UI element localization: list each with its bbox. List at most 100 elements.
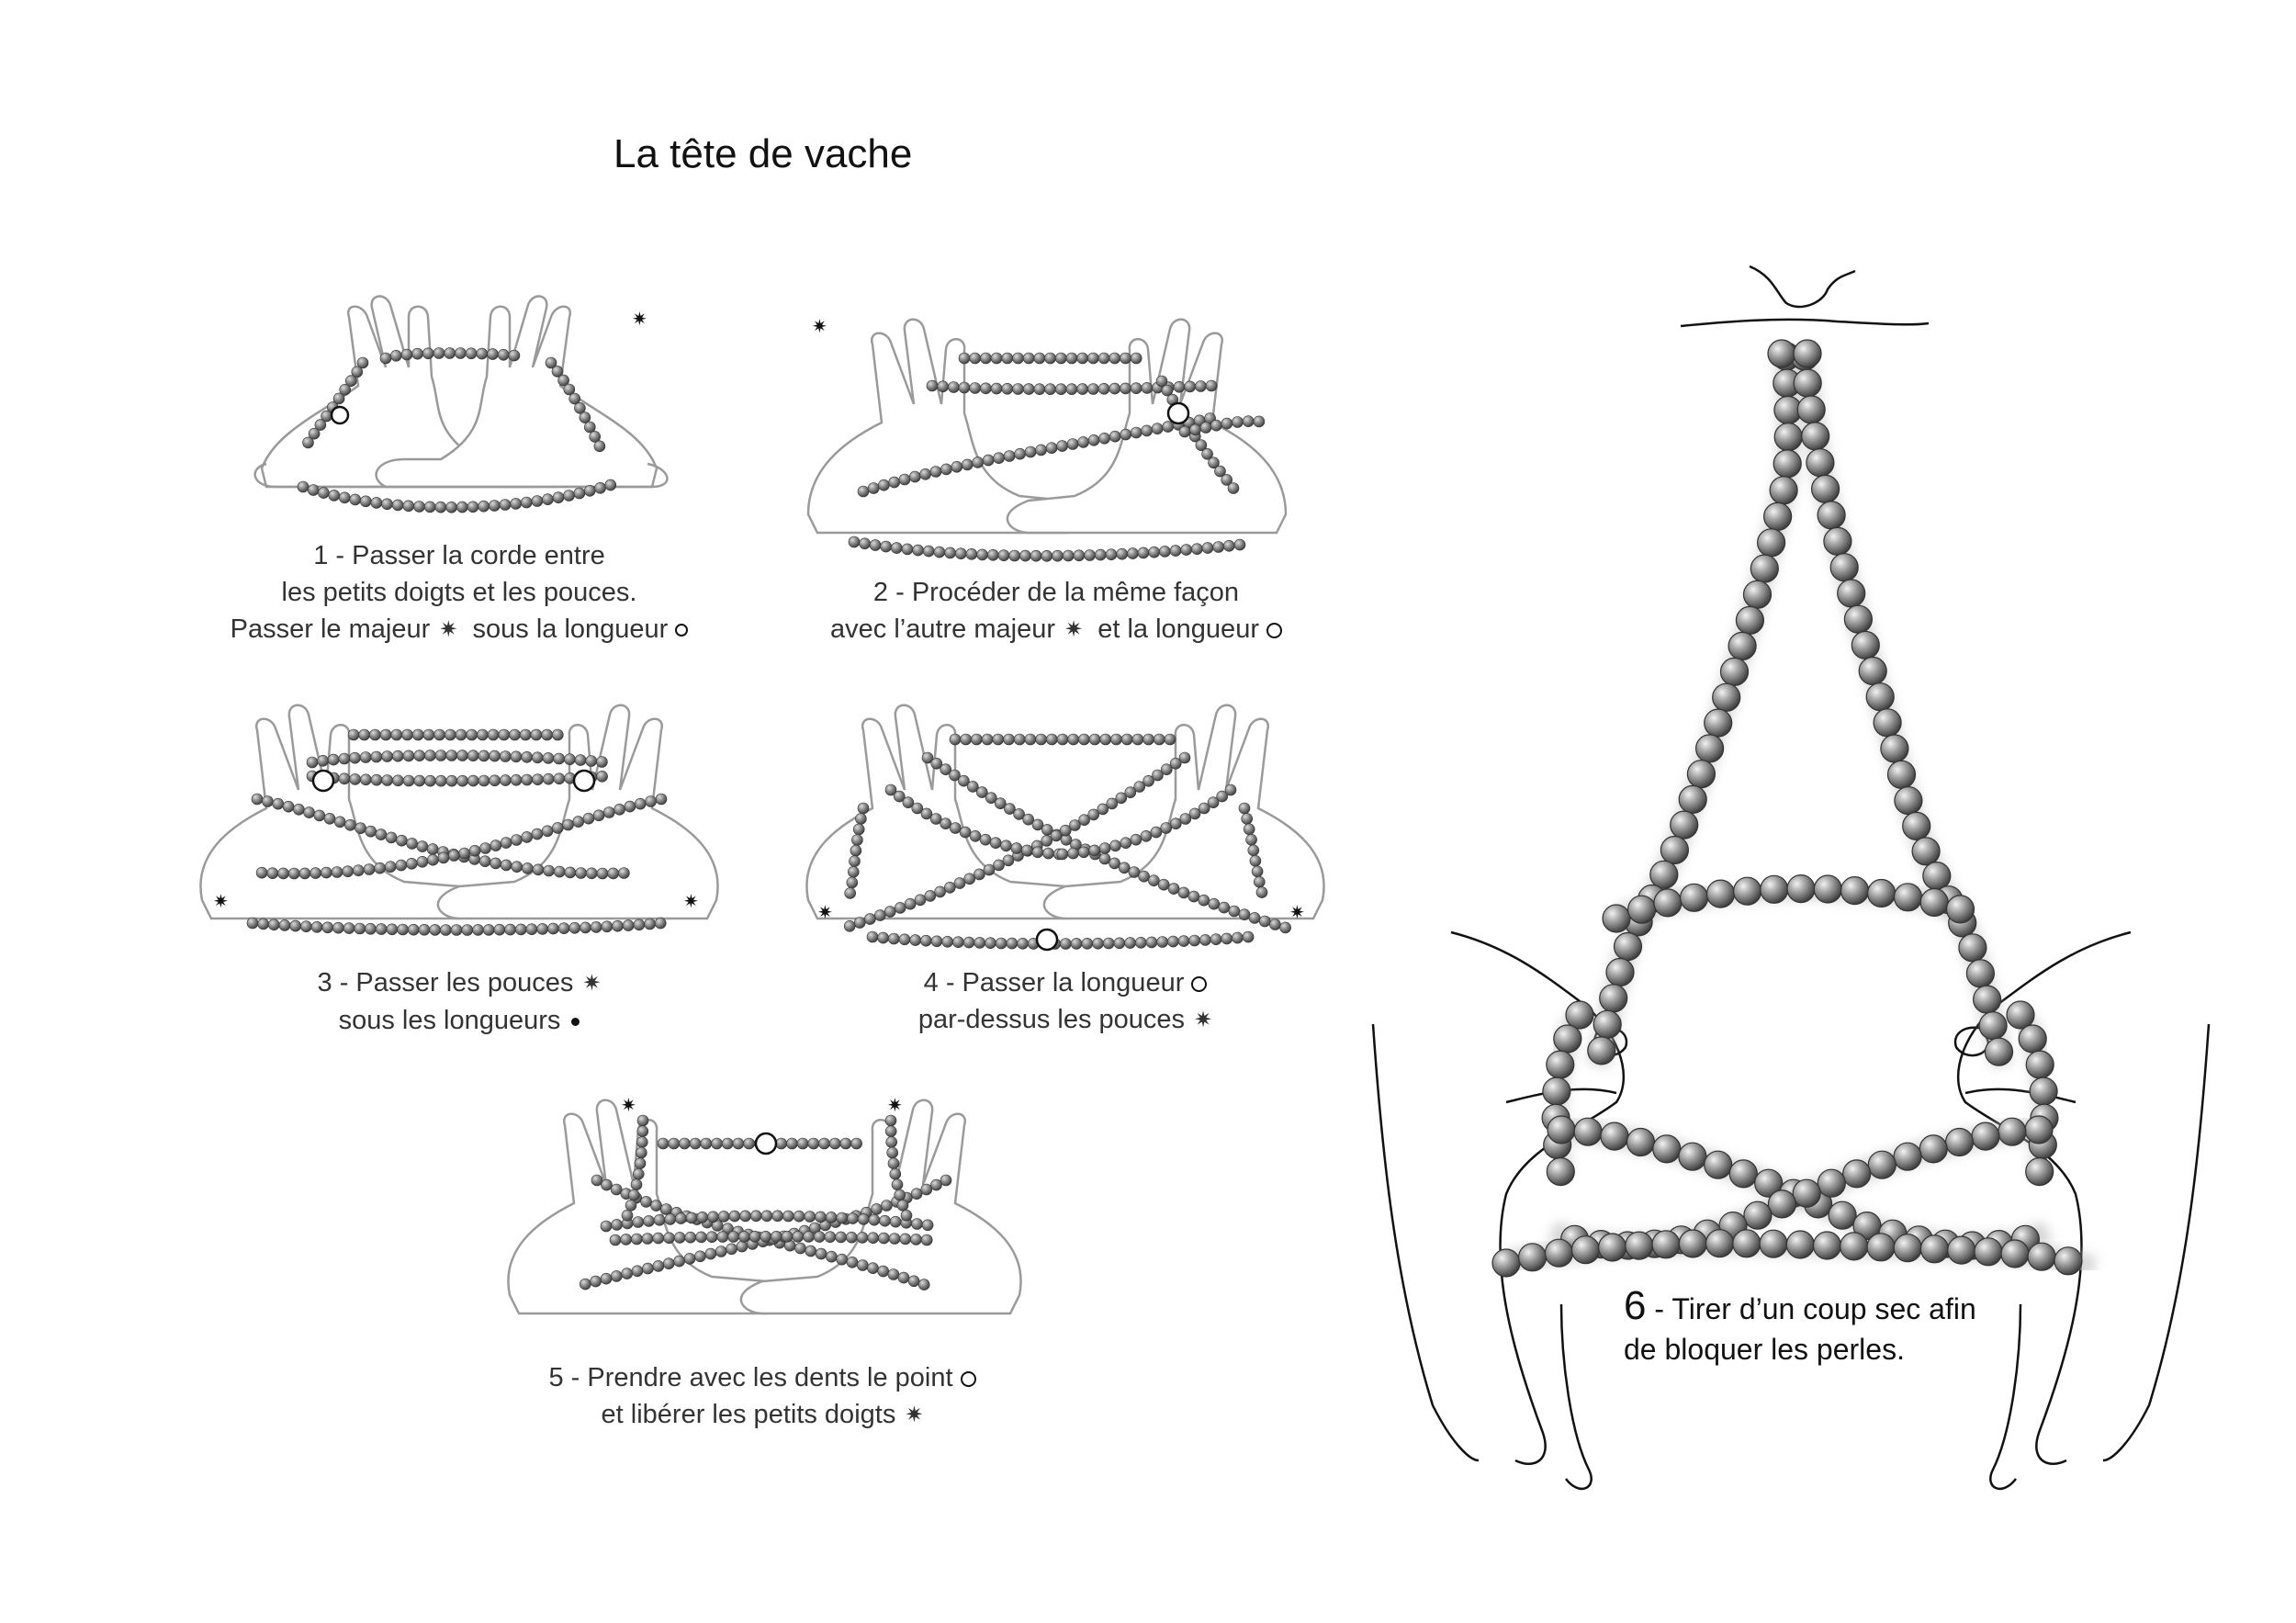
bead — [1031, 818, 1044, 831]
bead — [429, 924, 442, 936]
bead — [1184, 380, 1196, 393]
bead — [653, 1214, 666, 1226]
bead — [888, 1233, 901, 1245]
bead — [1750, 554, 1779, 583]
bead — [909, 934, 922, 946]
bead — [320, 866, 332, 879]
bead — [478, 774, 490, 787]
bead — [1958, 933, 1987, 963]
bead — [1712, 682, 1741, 712]
bead — [1044, 383, 1056, 396]
bead — [525, 923, 538, 936]
bead — [1077, 436, 1089, 448]
bead — [520, 496, 533, 509]
bead — [1087, 383, 1099, 395]
bead — [1041, 549, 1053, 562]
bead — [365, 922, 377, 935]
bead — [1626, 1127, 1656, 1157]
chin-outline — [1680, 265, 1930, 328]
bead — [849, 855, 861, 868]
bead — [1823, 526, 1852, 557]
bead — [1678, 1229, 1707, 1258]
bead — [458, 847, 471, 860]
step-5-line-1: 5 - Prendre avec les dents le point — [548, 1363, 953, 1392]
bead — [889, 1167, 902, 1180]
bead — [1218, 901, 1231, 914]
bead — [963, 873, 975, 885]
bead — [1773, 449, 1802, 479]
bead — [369, 728, 381, 741]
bead — [1806, 448, 1835, 478]
bead — [1188, 807, 1201, 820]
bead — [1214, 465, 1226, 478]
bead — [422, 728, 435, 741]
bead — [907, 1275, 920, 1288]
bead — [853, 917, 866, 929]
bead — [657, 1137, 670, 1150]
bead — [782, 1210, 794, 1223]
bead — [863, 913, 876, 925]
bead — [995, 937, 1007, 950]
bead — [562, 818, 574, 831]
bead — [1842, 1159, 1872, 1189]
bead — [543, 864, 555, 877]
bead — [737, 1231, 750, 1243]
bead — [2000, 1239, 2030, 1268]
bead — [911, 802, 924, 815]
bead — [976, 548, 988, 561]
bead — [1152, 769, 1164, 782]
bead — [354, 922, 366, 935]
bead — [1998, 1117, 2027, 1146]
bead — [553, 865, 566, 878]
bead — [600, 1220, 613, 1233]
step-4-line-2: par-dessus les pouces — [917, 1005, 1186, 1034]
bead — [1024, 445, 1037, 458]
bead — [416, 840, 429, 852]
bead — [990, 352, 1003, 365]
bead — [1205, 379, 1218, 392]
bead — [633, 919, 646, 931]
step-3-line-2: sous les longueurs — [338, 1006, 561, 1036]
bead — [1786, 873, 1816, 904]
bead — [551, 366, 564, 378]
bead — [1243, 823, 1255, 836]
bead — [1021, 844, 1033, 857]
bead — [385, 831, 398, 844]
bead — [924, 890, 937, 902]
bead — [504, 923, 516, 936]
bead — [1133, 781, 1145, 793]
bead — [813, 1231, 826, 1243]
bead — [1817, 1168, 1846, 1198]
bead — [987, 548, 999, 561]
bead — [610, 1270, 623, 1282]
bead — [370, 497, 383, 509]
bead — [867, 1232, 880, 1244]
bead — [589, 431, 602, 443]
bead — [1084, 549, 1096, 561]
bead — [1279, 921, 1291, 934]
bead — [807, 1137, 820, 1150]
bead — [1130, 382, 1142, 395]
bead — [940, 763, 951, 776]
bead — [489, 500, 501, 512]
bead — [1177, 935, 1190, 947]
bead — [1140, 829, 1153, 842]
bead — [568, 392, 581, 405]
bead — [498, 728, 511, 741]
bead — [1232, 931, 1244, 944]
bead — [557, 922, 570, 935]
bead — [989, 837, 1002, 850]
bead — [1232, 416, 1244, 428]
bead — [889, 1215, 902, 1228]
bead — [434, 750, 447, 761]
bead — [685, 1212, 698, 1224]
bead — [979, 833, 992, 846]
bead — [705, 1231, 718, 1243]
bead — [1095, 548, 1107, 561]
bead — [551, 728, 564, 741]
bead — [630, 1178, 643, 1190]
bead — [531, 828, 544, 840]
bead — [898, 933, 911, 946]
bead — [880, 540, 893, 553]
bead — [500, 774, 512, 786]
